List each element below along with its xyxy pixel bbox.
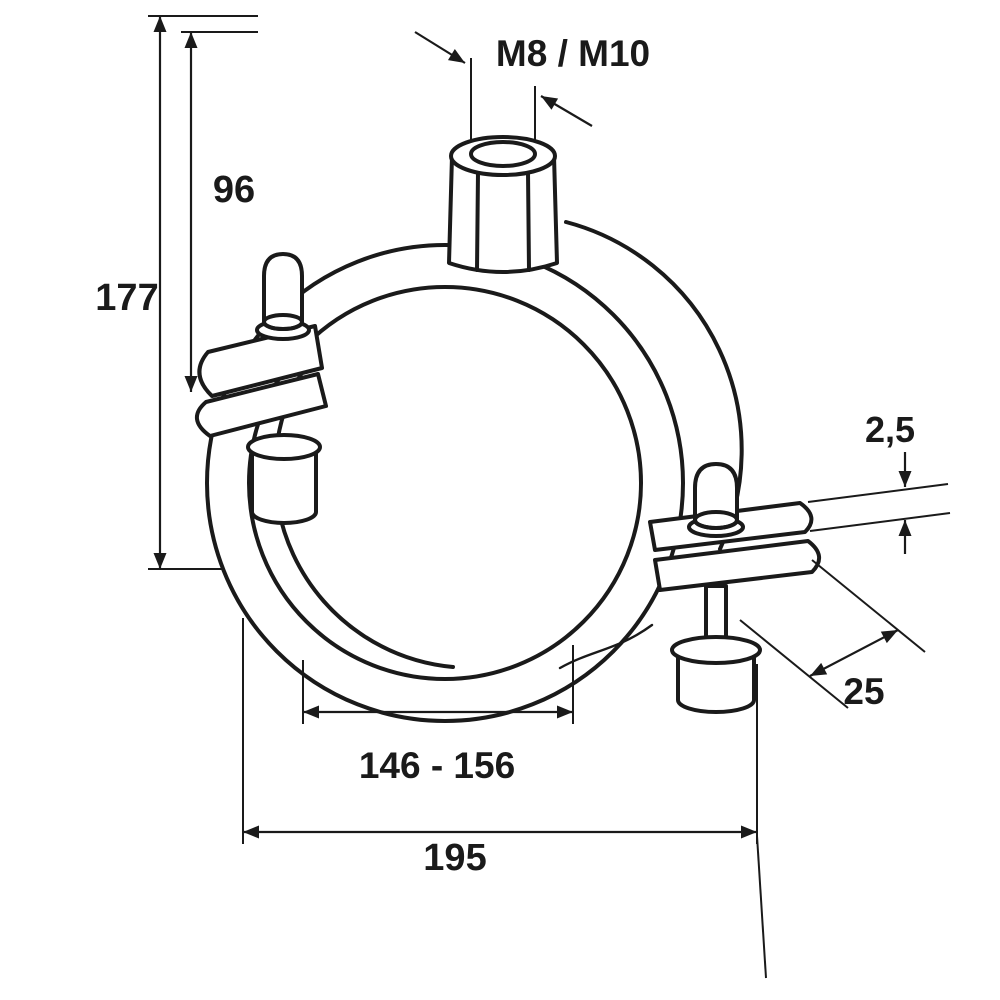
dimension-label-2-5: 2,5 [865, 409, 915, 450]
thread-size-label: M8 / M10 [496, 33, 650, 74]
extension-line [739, 619, 849, 709]
dimension-clamp-range: 146 - 156 [302, 645, 574, 786]
dimension-label-25: 25 [843, 671, 884, 712]
nut-facet-left [475, 170, 480, 272]
leader-arrow [414, 31, 466, 64]
dimension-thread-size: M8 / M10 [414, 31, 650, 140]
right-buffer [676, 650, 756, 714]
right-bolt-collar [693, 510, 739, 530]
dimension-plate-thickness: 2,5 [807, 409, 951, 554]
left-flange-upper [197, 324, 324, 398]
dimension-total-height: 177 [95, 15, 258, 570]
extension-line [807, 483, 949, 503]
left-bracket [195, 252, 328, 525]
leader-arrow [540, 95, 593, 127]
hex-nut [447, 135, 559, 274]
right-washer [670, 635, 762, 665]
left-bolt-collar [262, 313, 304, 331]
extension-line-overshoot [756, 835, 767, 979]
nut-facet-right [526, 170, 531, 272]
dimension-label-195: 195 [423, 837, 486, 879]
left-flange-lower [195, 372, 328, 438]
right-flange-lower [653, 539, 821, 592]
left-buffer [250, 445, 318, 525]
band-detail-curve [558, 623, 654, 670]
right-bolt [693, 462, 739, 530]
dimension-line [809, 629, 899, 677]
left-washer [246, 433, 322, 461]
dimension-overall-width: 195 [242, 618, 767, 979]
band-inner-edge [247, 285, 643, 681]
dimension-label-96: 96 [213, 169, 255, 211]
dimension-label-146-156: 146 - 156 [359, 745, 515, 786]
dimension-upper-height: 96 [181, 31, 258, 392]
extension-line [809, 512, 951, 532]
extension-line [811, 559, 926, 653]
dimension-strap-width: 25 [739, 559, 926, 712]
dimension-label-177: 177 [95, 277, 158, 319]
right-bracket [648, 462, 821, 714]
clamp-band [205, 220, 744, 723]
nut-bore [469, 140, 537, 168]
